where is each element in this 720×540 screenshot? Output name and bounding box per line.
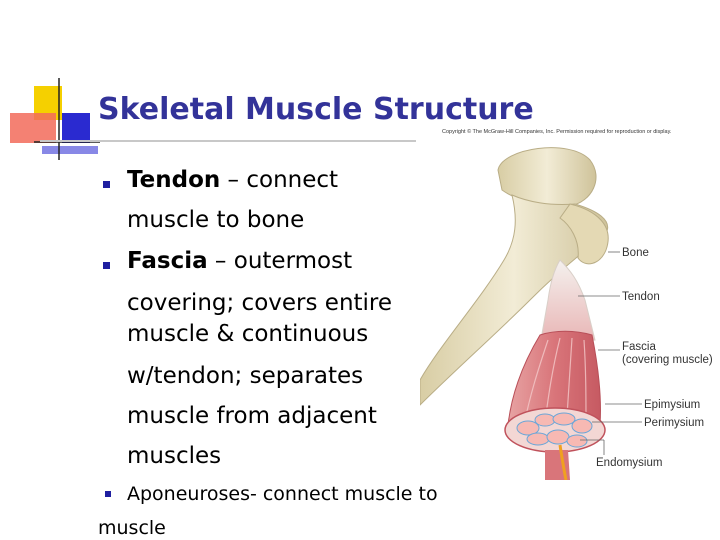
title-underline [40,140,416,142]
fascia-continuation: muscle & continuous [127,321,369,347]
fascia-continuation: covering; covers entire [127,290,393,316]
copyright-notice: Copyright © The McGraw-Hill Companies, I… [442,129,672,135]
label-fascia-sub: (covering muscle) [622,354,713,366]
bullet-marker [103,181,110,188]
leader-lines [578,251,642,455]
fascia-continuation: muscles [127,443,222,469]
fascia-continuation: muscle from adjacent [127,403,377,429]
label-tendon: Tendon [622,291,660,303]
fascicles [516,412,593,448]
label-endomysium: Endomysium [596,457,662,469]
bullet-marker [103,262,110,269]
bone-trochanter [559,203,609,265]
nerve-vessel [558,444,568,480]
label-epimysium: Epimysium [644,399,700,411]
bone-shaft [420,194,608,406]
logo-blue-square [62,113,90,143]
bullet-tendon: Tendon – connect [127,166,338,194]
tendon-continuation: muscle to bone [127,207,305,233]
muscle-anatomy-illustration: Bone Tendon Fascia (covering muscle) Epi… [420,147,713,480]
label-fascia: Fascia [622,341,656,353]
bullet-aponeuroses: Aponeuroses- connect muscle to [127,483,438,505]
bullet-fascia: Fascia – outermost [127,247,352,275]
fascia-continuation: w/tendon; separates [127,363,364,389]
tendon-desc: – connect [220,167,339,193]
label-bone: Bone [622,247,649,259]
term-fascia: Fascia [127,248,208,274]
slide-title: Skeletal Muscle Structure [98,92,534,127]
term-tendon: Tendon [127,167,221,193]
aponeuroses-continuation: muscle [98,517,166,539]
logo-blue-strip [42,146,98,154]
bullet-marker [105,491,111,497]
logo-red-square [10,113,56,143]
template-logo [10,78,100,160]
fascia-desc: – outermost [207,248,353,274]
label-perimysium: Perimysium [644,417,704,429]
